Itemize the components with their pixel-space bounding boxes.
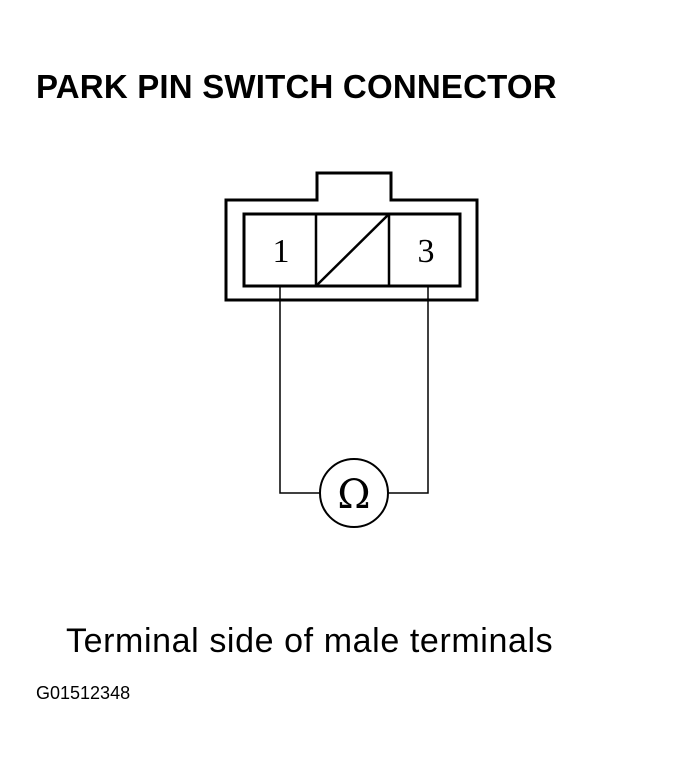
terminal-3-label: 3 [418,233,435,270]
terminal-1-label: 1 [273,233,290,270]
ohm-symbol: Ω [337,472,370,518]
diagram-caption: Terminal side of male terminals [66,622,554,660]
connector-housing [224,171,479,302]
ohmmeter-icon [319,458,389,528]
test-lead-left [279,286,320,494]
test-lead-right [388,286,429,494]
figure-id: G01512348 [36,683,131,703]
terminal-cavity [242,212,462,288]
diagram-title: PARK PIN SWITCH CONNECTOR [36,68,557,105]
unused-terminal-slash [315,213,390,287]
